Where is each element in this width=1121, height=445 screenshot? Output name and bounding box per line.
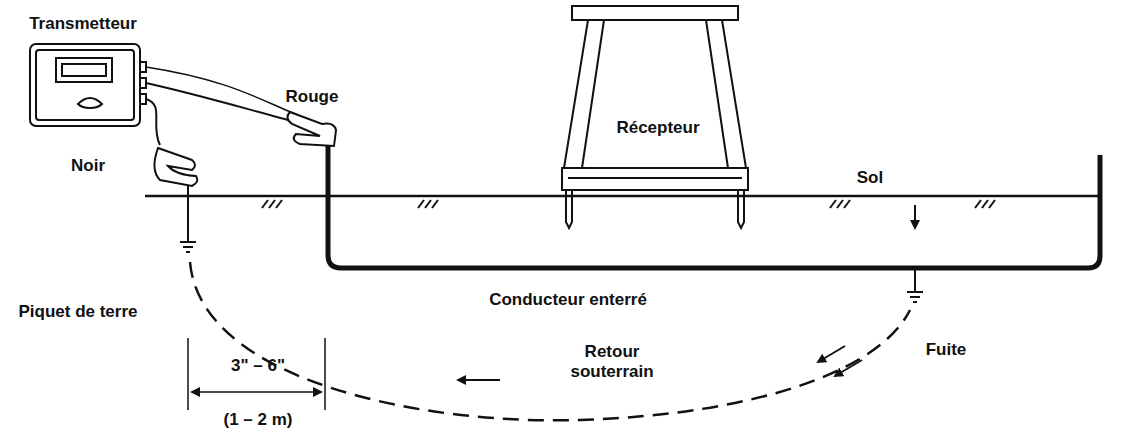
part-label: Fuite bbox=[926, 340, 967, 360]
dimension-line bbox=[187, 338, 189, 410]
return-arrow bbox=[458, 379, 500, 381]
red-clip bbox=[287, 112, 336, 146]
black-clip bbox=[154, 148, 197, 186]
dimension-arrow bbox=[192, 391, 321, 393]
receiver-node: Récepteur bbox=[590, 118, 726, 138]
ground-line bbox=[145, 195, 1100, 198]
red-wire bbox=[146, 83, 296, 122]
clip-label: Rouge bbox=[286, 87, 339, 107]
clip-label: Noir bbox=[71, 156, 105, 176]
receiver-frame bbox=[562, 6, 748, 228]
transmitter-box bbox=[30, 44, 146, 126]
ground-symbol bbox=[180, 242, 196, 252]
buried-conductor bbox=[328, 128, 1100, 268]
fault-wire bbox=[914, 270, 916, 292]
fault-ground-symbol bbox=[907, 292, 923, 302]
ground-stake bbox=[187, 186, 189, 242]
transmitter-node: Transmetteur bbox=[10, 14, 156, 34]
dimension-line bbox=[324, 338, 326, 410]
return-path bbox=[190, 262, 910, 420]
path-label: Retour souterrain bbox=[557, 342, 667, 381]
red-wire-2 bbox=[146, 67, 300, 116]
part-label: Piquet de terre bbox=[18, 302, 137, 322]
ground-label: Sol bbox=[857, 168, 883, 188]
dimension-label: 3" – 6" bbox=[231, 356, 285, 376]
fault-arrow bbox=[914, 205, 916, 228]
transmitter-label: Transmetteur bbox=[10, 14, 156, 34]
part-label: Conducteur enterré bbox=[489, 290, 647, 310]
black-wire bbox=[146, 99, 160, 145]
dimension-label: (1 – 2 m) bbox=[224, 410, 293, 430]
return-arrow bbox=[818, 346, 845, 362]
return-arrow bbox=[835, 360, 862, 376]
receiver-label: Récepteur bbox=[590, 118, 726, 138]
